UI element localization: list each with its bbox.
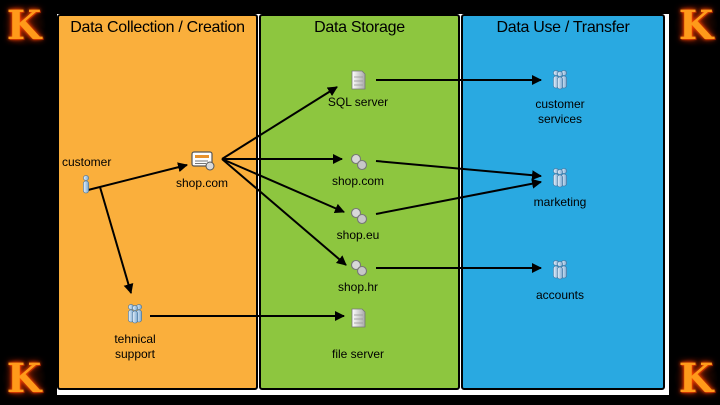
server-icon (351, 308, 366, 328)
label-shop-hub: shop.com (175, 176, 229, 190)
label-shop-eu: shop.eu (336, 228, 380, 242)
column-title-use: Data Use / Transfer (496, 19, 630, 36)
label-tech-support-line2: support (114, 347, 156, 361)
arrow-shop-com-to-marketing (375, 160, 542, 181)
people-group-icon (553, 70, 567, 90)
arrow-customer-to-shop-hub (87, 162, 188, 191)
column-data-collection (57, 14, 258, 390)
label-customer-services: customer services (520, 97, 600, 127)
database-icon (350, 207, 368, 225)
web-store-icon (191, 151, 215, 171)
corner-logo-k-bottom-right: K (674, 355, 718, 402)
arrow-shop-hub-to-sql-server (221, 86, 338, 160)
label-tech-support: tehnical support (100, 332, 170, 362)
arrow-shop-hub-to-shop-eu (221, 158, 345, 213)
label-shop-hr: shop.hr (337, 280, 379, 294)
label-sql-server: SQL server (327, 95, 389, 109)
label-customer-services-line2: services (537, 112, 582, 126)
arrow-customer-to-tech-support (99, 186, 134, 294)
column-title-collection: Data Collection / Creation (70, 19, 245, 36)
corner-logo-k-bottom-left: K (2, 355, 46, 402)
label-customer-services-line1: customer (535, 97, 585, 111)
people-group-icon (128, 304, 142, 324)
label-accounts: accounts (535, 288, 585, 302)
corner-logo-k-top-left: K (2, 2, 46, 49)
server-icon (351, 70, 366, 90)
flow-arrows (87, 75, 542, 321)
people-group-icon (553, 260, 567, 280)
corner-logo-k-top-right: K (674, 2, 718, 49)
label-marketing: marketing (533, 195, 587, 209)
arrow-shop-eu-to-marketing (375, 178, 542, 215)
label-tech-support-line1: tehnical (114, 332, 156, 346)
label-file-server: file server (331, 347, 384, 361)
label-shop-com: shop.com (331, 174, 385, 188)
arrow-shop-hub-to-shop-hr (221, 158, 347, 266)
label-customer: customer (62, 155, 112, 169)
people-group-icon (553, 168, 567, 188)
database-icon (350, 259, 368, 277)
database-icon (350, 153, 368, 171)
column-title-storage: Data Storage (314, 19, 405, 36)
person-icon (83, 175, 89, 194)
